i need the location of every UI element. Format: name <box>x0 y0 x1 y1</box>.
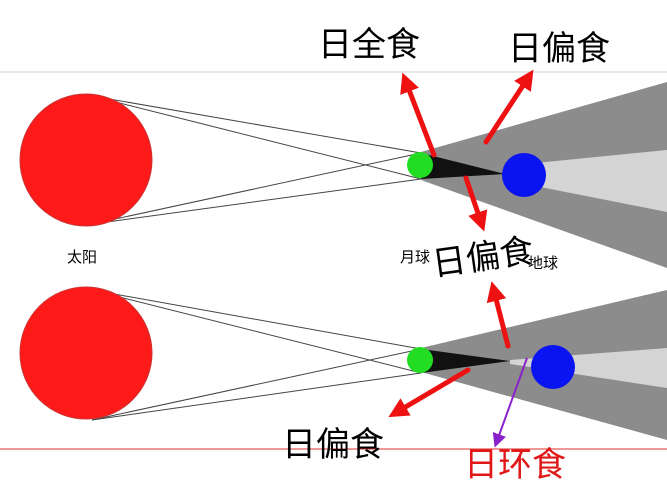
arrow-total-eclipse <box>400 72 437 158</box>
arrow-partial-top <box>483 69 534 145</box>
eclipse-arrows <box>388 69 534 418</box>
label-partial-eclipse-bottom: 日偏食 <box>282 425 384 465</box>
arrow-partial-middle <box>463 175 488 232</box>
label-earth: 地球 <box>528 254 559 272</box>
label-partial-eclipse-top: 日偏食 <box>508 29 610 69</box>
umbra-cone-top <box>421 153 505 179</box>
label-moon: 月球 <box>400 248 431 266</box>
arrow-partial-bottom-up <box>486 281 511 349</box>
total-eclipse-scene <box>19 82 667 268</box>
label-total-eclipse: 日全食 <box>318 25 420 65</box>
earth-bottom <box>531 345 575 389</box>
earth-top <box>502 153 546 197</box>
label-annular-eclipse: 日环食 <box>464 445 566 485</box>
sun-rays-bottom <box>91 289 422 421</box>
sun-bottom <box>19 286 153 420</box>
antumbra-region-top <box>505 150 667 212</box>
moon-bottom <box>407 347 433 373</box>
umbra-cone-bottom <box>421 349 510 373</box>
arrow-partial-bottom-left <box>388 367 471 418</box>
sun-top <box>19 93 153 227</box>
label-sun: 太阳 <box>67 248 98 266</box>
sun-rays-top <box>91 95 422 225</box>
arrow-annular-eclipse <box>492 357 528 448</box>
moon-top <box>407 152 433 178</box>
annular-eclipse-scene <box>19 286 667 440</box>
